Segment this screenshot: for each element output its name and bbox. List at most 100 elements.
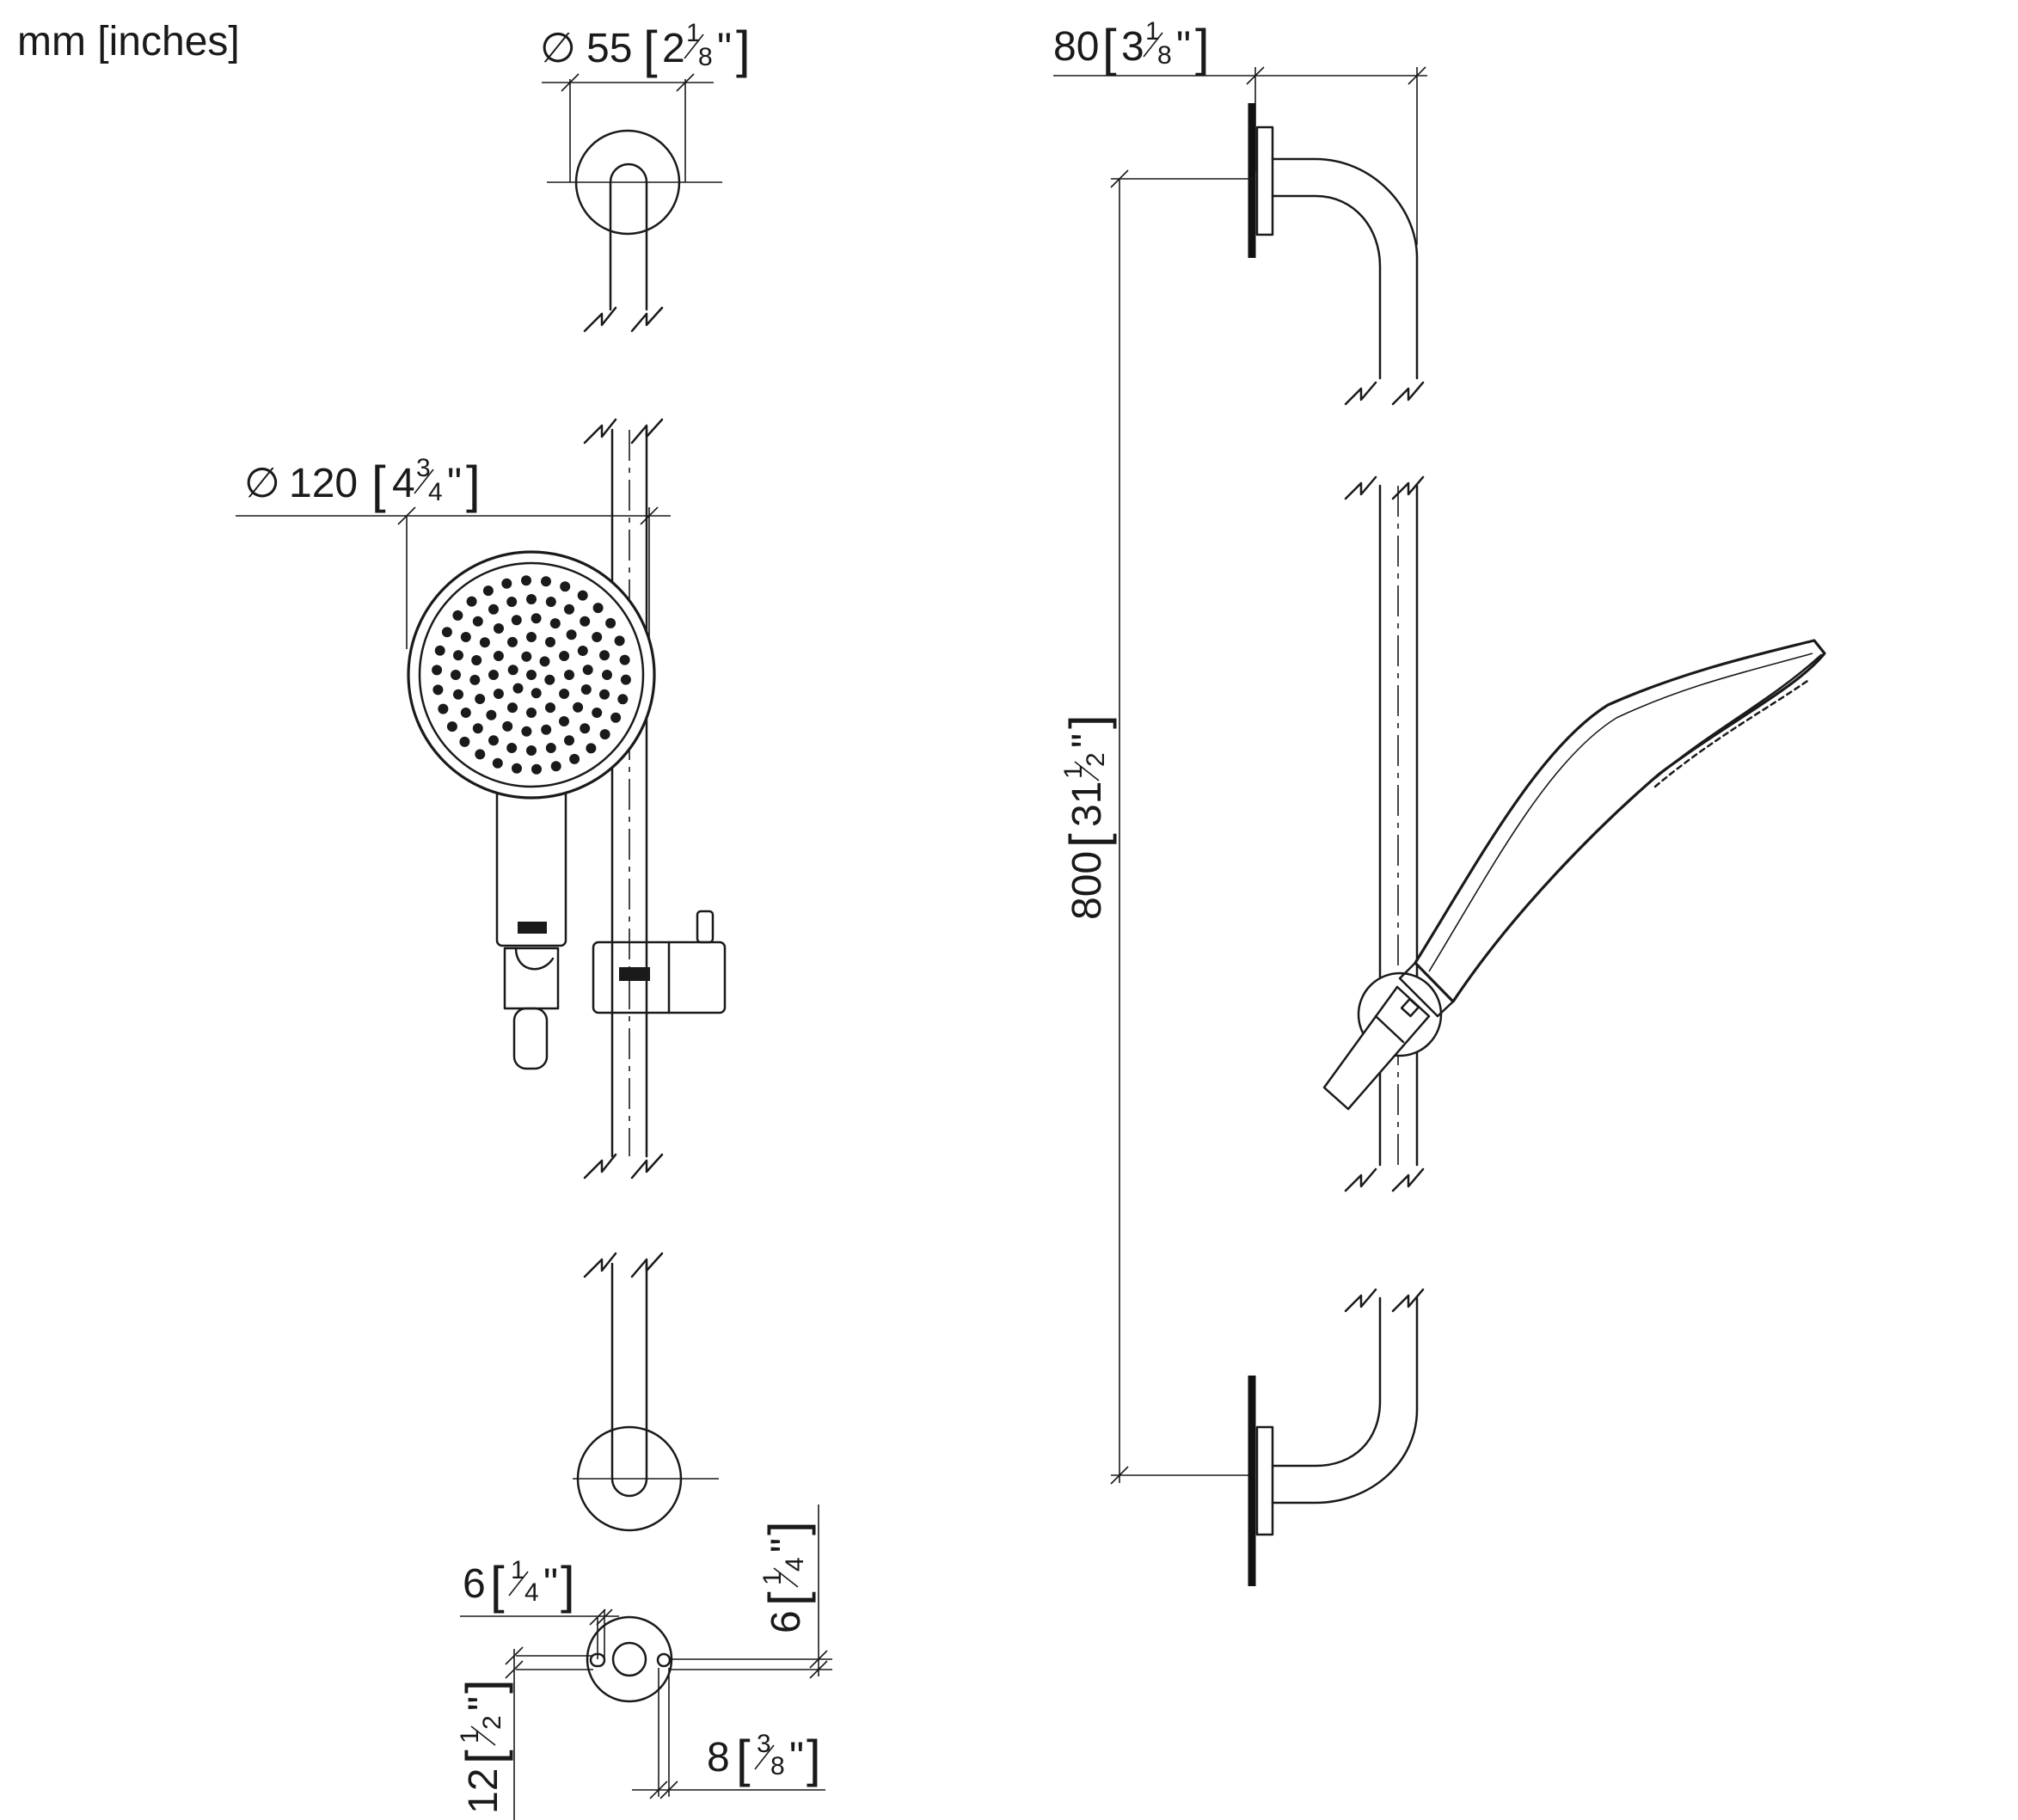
spray-nozzle bbox=[452, 610, 463, 621]
spray-nozzle bbox=[482, 585, 494, 597]
release-button bbox=[518, 922, 547, 934]
svg-text:6: 6 bbox=[764, 1610, 809, 1633]
spray-nozzle bbox=[459, 736, 470, 747]
svg-text:3: 3 bbox=[416, 454, 431, 482]
spray-nozzle bbox=[580, 723, 591, 734]
spray-nozzle bbox=[493, 689, 504, 699]
svg-text:2: 2 bbox=[1082, 752, 1110, 767]
spray-nozzle bbox=[610, 712, 622, 723]
diameter-symbol: ∅ bbox=[540, 26, 576, 71]
flange-diameter-dimension: ∅ 55 [ 2 1 8 " ] bbox=[540, 19, 751, 78]
spray-nozzle bbox=[564, 735, 574, 746]
svg-text:]: ] bbox=[466, 456, 481, 513]
spray-nozzle bbox=[559, 689, 570, 699]
spray-nozzle bbox=[539, 656, 550, 667]
spray-nozzle bbox=[531, 613, 542, 624]
spray-nozzle bbox=[446, 721, 457, 732]
svg-text:1: 1 bbox=[686, 19, 701, 47]
flange-diameter-inch-whole: 2 bbox=[662, 26, 685, 71]
spray-nozzle bbox=[471, 655, 482, 665]
svg-text:[: [ bbox=[490, 1556, 505, 1614]
spray-nozzle bbox=[560, 581, 571, 592]
spray-nozzle bbox=[549, 618, 561, 629]
svg-text:[: [ bbox=[1102, 19, 1117, 77]
svg-text:3: 3 bbox=[757, 1730, 771, 1758]
spray-nozzle bbox=[512, 763, 522, 774]
spray-nozzle bbox=[599, 650, 610, 661]
offset-left-dimension: 6 [ 1 4 " ] bbox=[463, 1556, 575, 1614]
spray-nozzle bbox=[620, 674, 631, 685]
spray-nozzle bbox=[559, 716, 569, 726]
spray-nozzle bbox=[511, 615, 522, 626]
spray-nozzle bbox=[526, 632, 537, 642]
units-note: mm [inches] bbox=[17, 19, 240, 64]
svg-text:[: [ bbox=[736, 1730, 751, 1787]
spray-nozzle bbox=[432, 684, 444, 696]
spray-nozzle bbox=[521, 651, 532, 662]
top-bracket-side bbox=[1248, 103, 1425, 406]
spray-nozzle bbox=[586, 743, 597, 754]
head-diameter-mm: 120 bbox=[289, 461, 358, 506]
spray-nozzle bbox=[434, 645, 445, 656]
spray-nozzle bbox=[501, 578, 512, 589]
spray-nozzle bbox=[453, 689, 463, 700]
spray-nozzle bbox=[544, 674, 555, 685]
side-view: 80 [ 3 1 8 " ] 800 [ 31 bbox=[1053, 17, 1826, 1586]
svg-text:8: 8 bbox=[1157, 41, 1172, 70]
svg-text:4: 4 bbox=[428, 478, 443, 506]
bar-length-dimension: 800 [ 31 1 2 " ] bbox=[1059, 169, 1255, 1485]
spray-nozzle bbox=[599, 689, 610, 700]
spray-nozzle bbox=[582, 665, 593, 676]
svg-text:1: 1 bbox=[456, 1729, 484, 1743]
svg-text:[: [ bbox=[758, 1591, 816, 1606]
spray-nozzle bbox=[488, 604, 499, 615]
svg-text:": " bbox=[543, 1561, 558, 1607]
spray-nozzle bbox=[564, 604, 574, 615]
spray-nozzle bbox=[531, 688, 542, 699]
spray-nozzle bbox=[577, 590, 588, 601]
svg-text:": " bbox=[1064, 733, 1110, 748]
offset-down-dimension: 12 [ 1 2 " ] bbox=[456, 1679, 513, 1814]
spray-nozzle bbox=[507, 636, 518, 647]
svg-text:]: ] bbox=[1059, 714, 1117, 729]
spray-nozzle bbox=[469, 674, 481, 685]
spray-nozzle bbox=[605, 617, 616, 628]
spray-nozzle bbox=[526, 594, 537, 604]
spray-nozzle bbox=[441, 627, 452, 638]
svg-text:4: 4 bbox=[524, 1578, 539, 1607]
spray-nozzle bbox=[460, 708, 471, 718]
spray-nozzle bbox=[617, 694, 629, 705]
spray-nozzle bbox=[472, 723, 483, 734]
head-diameter-inch-whole: 4 bbox=[392, 461, 415, 506]
spray-nozzle bbox=[521, 726, 532, 737]
bar-middle-section bbox=[583, 418, 664, 1180]
spray-nozzle bbox=[466, 596, 477, 607]
spray-nozzle bbox=[493, 651, 504, 661]
spray-nozzle bbox=[432, 665, 443, 676]
spray-nozzle bbox=[488, 670, 499, 680]
spray-nozzle bbox=[453, 650, 463, 661]
spray-nozzle bbox=[550, 761, 561, 772]
bar-length-mm: 800 bbox=[1064, 851, 1110, 920]
spray-nozzle bbox=[526, 708, 537, 718]
svg-text:]: ] bbox=[758, 1521, 816, 1535]
svg-text:12: 12 bbox=[461, 1768, 506, 1814]
svg-text:1: 1 bbox=[1145, 17, 1160, 46]
spray-nozzle bbox=[526, 745, 537, 756]
diameter-symbol: ∅ bbox=[244, 461, 280, 506]
spray-nozzle bbox=[577, 646, 588, 656]
svg-text:8: 8 bbox=[770, 1752, 785, 1780]
svg-text:": " bbox=[1176, 24, 1191, 70]
spray-nozzle bbox=[507, 665, 518, 676]
spray-nozzles bbox=[432, 575, 631, 775]
spray-nozzle bbox=[614, 635, 625, 646]
spray-nozzle bbox=[512, 683, 524, 694]
svg-text:]: ] bbox=[736, 21, 751, 78]
svg-text:[: [ bbox=[371, 456, 386, 513]
spray-nozzle bbox=[479, 637, 490, 648]
svg-text:[: [ bbox=[1059, 833, 1117, 848]
projection-dimension: 80 [ 3 1 8 " ] bbox=[1053, 17, 1427, 245]
svg-text:]: ] bbox=[1195, 19, 1210, 77]
spray-nozzle bbox=[602, 670, 612, 680]
